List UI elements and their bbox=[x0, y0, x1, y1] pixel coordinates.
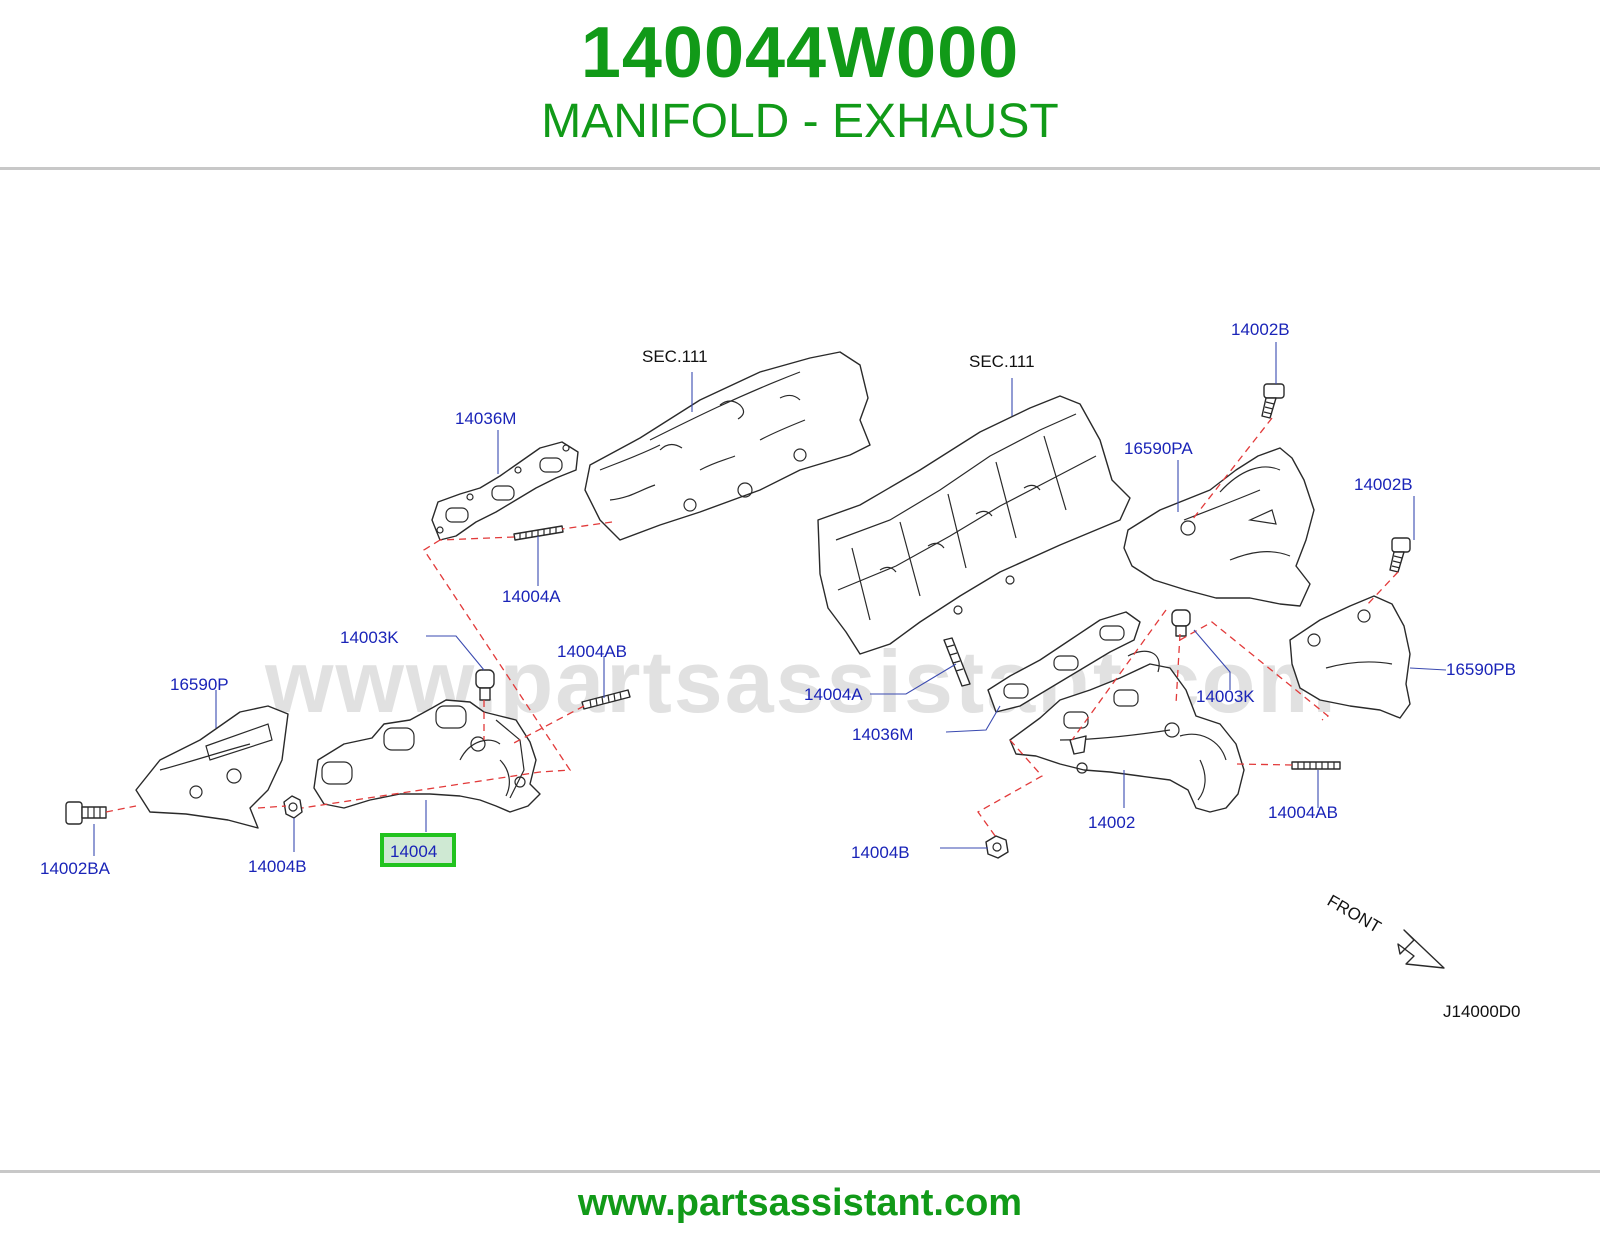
selected-part-highlight[interactable] bbox=[380, 833, 456, 867]
bolt-14002b-top bbox=[1261, 383, 1285, 419]
label-14002b-top[interactable]: 14002B bbox=[1231, 320, 1290, 339]
label-16590pa[interactable]: 16590PA bbox=[1124, 439, 1193, 458]
label-14002[interactable]: 14002 bbox=[1088, 813, 1135, 832]
header: 140044W000 MANIFOLD - EXHAUST bbox=[0, 0, 1600, 170]
label-14004b-right[interactable]: 14004B bbox=[851, 843, 910, 862]
heat-insulator-16590pb bbox=[1289, 595, 1411, 719]
stud-14004a-right bbox=[943, 637, 971, 687]
gasket-14036m-right bbox=[987, 611, 1141, 713]
cylinder-head-left bbox=[584, 351, 871, 541]
footer-divider bbox=[0, 1170, 1600, 1173]
label-14002ba[interactable]: 14002BA bbox=[40, 859, 111, 878]
part-number-title: 140044W000 bbox=[580, 13, 1020, 93]
stud-14004a-left bbox=[513, 525, 564, 541]
header-divider bbox=[0, 167, 1600, 170]
label-14036m-right[interactable]: 14036M bbox=[852, 725, 913, 744]
diagram-code: J14000D0 bbox=[1443, 1002, 1521, 1021]
label-front: FRONT bbox=[1324, 891, 1384, 937]
nut-14004b-left bbox=[283, 795, 303, 819]
part-name-subtitle: MANIFOLD - EXHAUST bbox=[541, 95, 1059, 148]
gasket-14036m-left bbox=[431, 441, 579, 541]
label-16590p[interactable]: 16590P bbox=[170, 675, 229, 694]
bolt-14002ba bbox=[65, 801, 107, 825]
front-arrow-icon bbox=[1397, 929, 1445, 969]
label-sec111-left: SEC.111 bbox=[642, 347, 708, 366]
label-14004-selected[interactable]: 14004 bbox=[390, 842, 437, 861]
label-14004a-left[interactable]: 14004A bbox=[502, 587, 561, 606]
heat-insulator-16590p bbox=[135, 705, 289, 829]
footer-website-url[interactable]: www.partsassistant.com bbox=[577, 1182, 1023, 1224]
label-14004a-right[interactable]: 14004A bbox=[804, 685, 863, 704]
label-14004b-left[interactable]: 14004B bbox=[248, 857, 307, 876]
label-14036m-left[interactable]: 14036M bbox=[455, 409, 516, 428]
sensor-14003k-left bbox=[475, 669, 495, 701]
bolt-14002b-mid bbox=[1389, 537, 1411, 573]
label-sec111-right: SEC.111 bbox=[969, 352, 1035, 371]
exhaust-manifold-14002 bbox=[1009, 650, 1245, 813]
label-14002b-mid[interactable]: 14002B bbox=[1354, 475, 1413, 494]
stud-14004ab-right bbox=[1291, 761, 1341, 770]
label-16590pb[interactable]: 16590PB bbox=[1446, 660, 1516, 679]
label-14003k-right[interactable]: 14003K bbox=[1196, 687, 1255, 706]
label-14003k-left[interactable]: 14003K bbox=[340, 628, 399, 647]
nut-14004b-right bbox=[985, 835, 1009, 859]
heat-insulator-16590pa bbox=[1123, 447, 1315, 607]
cylinder-head-right bbox=[817, 395, 1131, 655]
sensor-14003k-right bbox=[1171, 609, 1191, 637]
label-14004ab-right[interactable]: 14004AB bbox=[1268, 803, 1338, 822]
label-14004ab-left[interactable]: 14004AB bbox=[557, 642, 627, 661]
